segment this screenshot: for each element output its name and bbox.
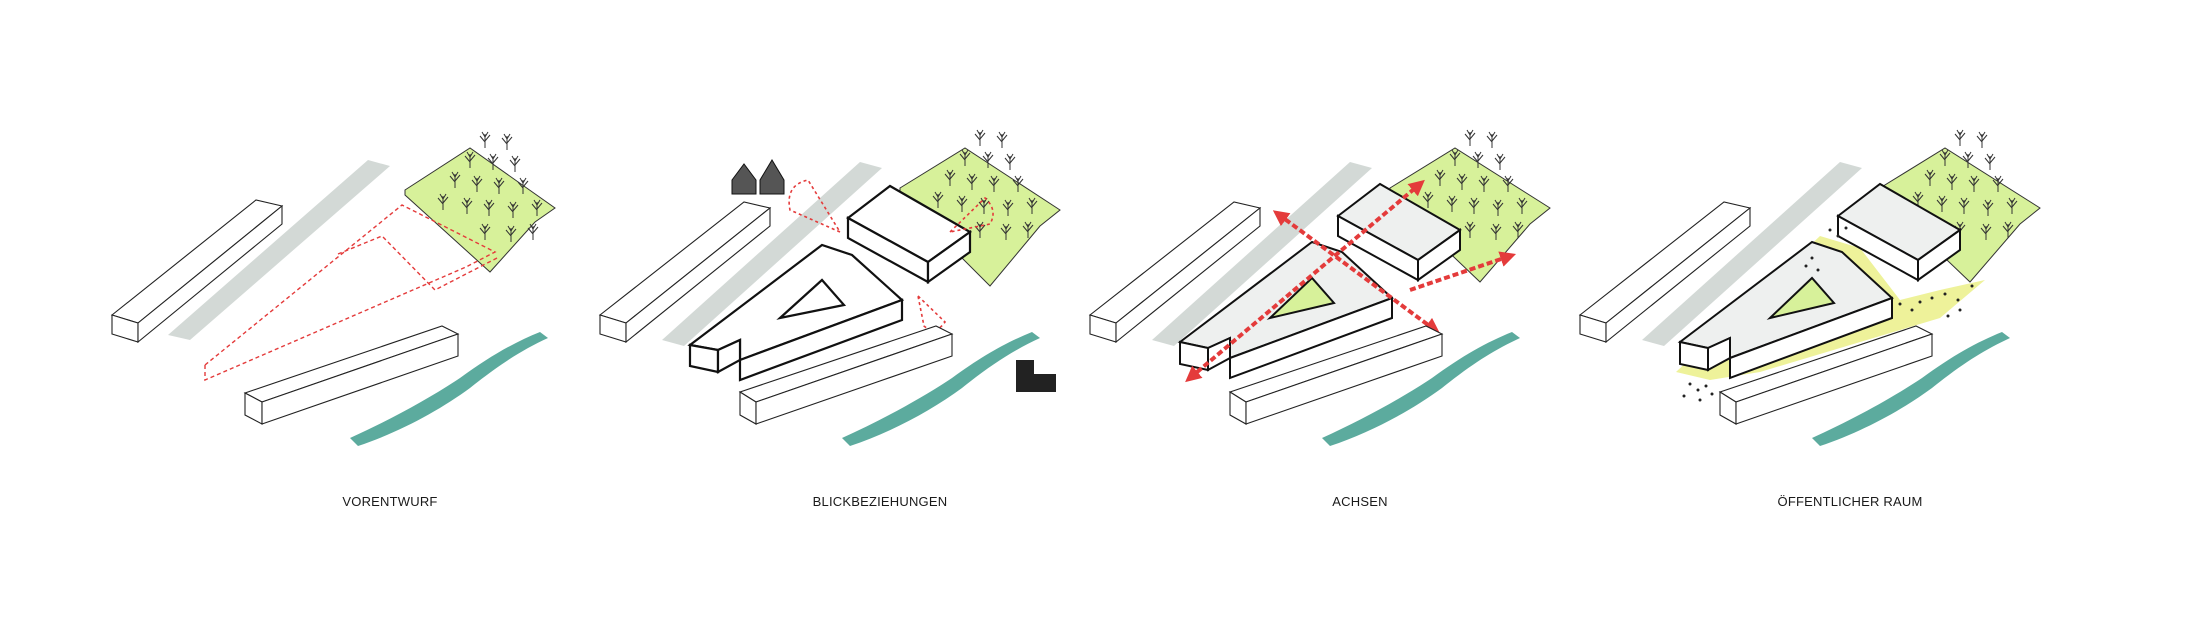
forest-area bbox=[404, 147, 556, 273]
building-block bbox=[243, 325, 460, 425]
river bbox=[350, 332, 548, 446]
proposed-building bbox=[1677, 240, 1894, 380]
panel-caption: ÖFFENTLICHER RAUM bbox=[1777, 494, 1923, 509]
proposed-building bbox=[845, 184, 973, 285]
building-block bbox=[738, 325, 954, 425]
proposed-building bbox=[1836, 182, 1962, 282]
river bbox=[1812, 332, 2010, 446]
building-block bbox=[1228, 325, 1444, 425]
building-block bbox=[1578, 201, 1752, 344]
panel-blickbeziehungen bbox=[598, 130, 1061, 446]
site-subdivision bbox=[337, 235, 498, 291]
site-outline bbox=[204, 204, 497, 382]
panel-caption: VORENTWURF bbox=[342, 494, 438, 509]
panel-caption: BLICKBEZIEHUNGEN bbox=[812, 494, 948, 509]
building-block bbox=[598, 201, 772, 344]
road-band bbox=[1642, 162, 1862, 346]
house-icon bbox=[731, 159, 785, 195]
city-building-icon bbox=[1016, 360, 1056, 392]
river bbox=[1322, 332, 1520, 446]
proposed-building bbox=[687, 243, 905, 382]
axis-arrow bbox=[1185, 179, 1517, 383]
panel-achsen bbox=[1088, 130, 1551, 446]
building-block bbox=[1718, 325, 1934, 425]
road-band bbox=[662, 162, 882, 346]
road-band bbox=[168, 160, 390, 340]
panel-oeffentlicher-raum bbox=[1578, 130, 2041, 446]
panel-caption: ACHSEN bbox=[1332, 494, 1388, 509]
people-dots bbox=[1682, 226, 1974, 402]
panel-vorentwurf bbox=[110, 132, 556, 446]
building-block bbox=[110, 199, 284, 344]
river bbox=[842, 332, 1040, 446]
